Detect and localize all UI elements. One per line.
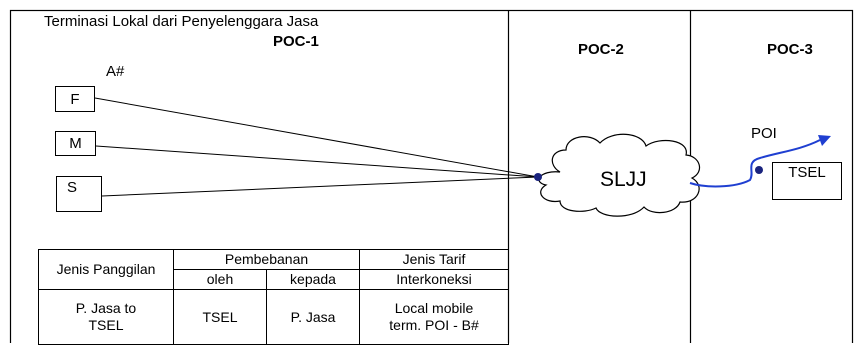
poi-label: POI [751,125,777,142]
header-pembebanan: Pembebanan [172,249,361,270]
destination-tsel: TSEL [772,162,842,200]
cloud-sljj [538,133,701,217]
cell-panggilan: P. Jasa to TSEL [38,289,174,345]
terminal-m: M [55,131,96,156]
cell-panggilan-line1: P. Jasa to [75,300,137,316]
table-row: P. Jasa to TSEL TSEL P. Jasa Local mobil… [38,289,510,345]
outer-frame [9,9,854,343]
poc3-label: POC-3 [767,41,813,58]
cell-kepada: P. Jasa [265,289,361,345]
poc2-label: POC-2 [578,41,624,58]
cell-oleh: TSEL [173,289,267,345]
header-oleh: oleh [173,269,267,290]
poc1-label: POC-1 [273,33,319,50]
route-line [689,139,821,188]
terminal-s: S [56,176,102,212]
a-number-label: A# [106,63,125,80]
header-kepada: kepada [265,269,361,290]
cell-tarif: Local mobile term. POI - B# [359,289,510,345]
header-jenis-panggilan: Jenis Panggilan [38,249,174,290]
cloud-label: SLJJ [600,168,647,191]
title-text: Terminasi Lokal dari Penyelenggara Jasa [44,13,319,30]
cell-tarif-line2: term. POI - B# [389,317,479,333]
header-interkoneksi: Interkoneksi [359,269,510,290]
cell-panggilan-line2: TSEL [88,317,124,333]
line-s [101,176,539,197]
junction-dot-right [755,166,763,174]
line-f [94,97,539,178]
tariff-table: Jenis Panggilan Pembebanan Jenis Tarif o… [38,249,510,345]
route-arrowhead [818,135,831,146]
line-m [95,145,539,178]
terminal-f: F [55,86,95,112]
header-jenis-tarif: Jenis Tarif [359,249,510,270]
junction-dot-left [534,173,542,181]
cell-tarif-line1: Local mobile [394,300,474,316]
